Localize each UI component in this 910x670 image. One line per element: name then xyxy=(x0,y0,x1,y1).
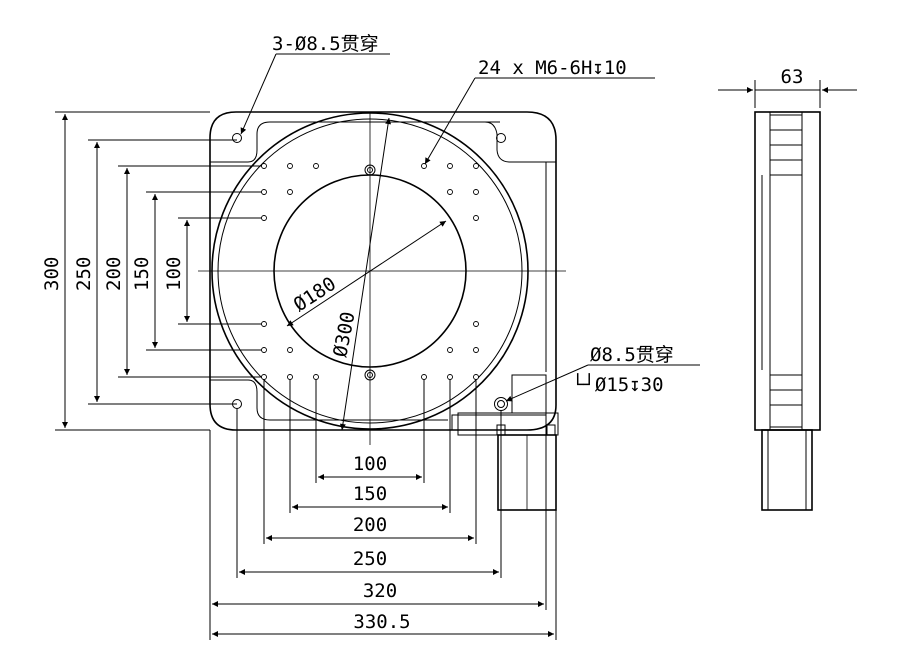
dim-v-300: 300 xyxy=(41,257,63,291)
corner-hole-top-right xyxy=(496,133,506,143)
corner-hole-bottom-right xyxy=(494,397,508,411)
dim-thickness-63: 63 xyxy=(781,66,804,88)
thread-holes xyxy=(261,163,479,380)
thread-note: 24 x M6-6H↧10 xyxy=(478,57,627,79)
horizontal-dimensions: 100 150 200 250 320 330.5 xyxy=(209,380,557,640)
dim-v-150: 150 xyxy=(131,257,153,291)
leader-dia-300 xyxy=(339,117,392,431)
dim-h-250: 250 xyxy=(353,548,387,570)
callouts: 3-Ø8.5贯穿 24 x M6-6H↧10 Ø8.5贯穿 └┘Ø15↧30 xyxy=(240,33,700,402)
counterbore-note: └┘Ø15↧30 xyxy=(572,372,664,396)
relief-bottom-left xyxy=(210,379,448,421)
base-plate-outline xyxy=(209,111,557,431)
relief-top-right xyxy=(470,121,556,163)
corner-hole-top-left xyxy=(232,133,242,143)
dim-v-250: 250 xyxy=(73,257,95,291)
side-motor xyxy=(761,429,813,511)
dim-h-200: 200 xyxy=(353,514,387,536)
dia-300-label: Ø300 xyxy=(329,310,359,359)
dia-180-label: Ø180 xyxy=(290,273,340,316)
vertical-dimensions: 300 250 200 150 100 xyxy=(41,111,262,431)
dim-h-330-5: 330.5 xyxy=(353,611,410,633)
side-view: 63 xyxy=(718,66,857,511)
dim-h-150: 150 xyxy=(353,483,387,505)
dim-h-100: 100 xyxy=(353,453,387,475)
dim-v-100: 100 xyxy=(163,257,185,291)
relief-top-left xyxy=(210,121,500,163)
dim-v-200: 200 xyxy=(103,257,125,291)
corner-hole-note: 3-Ø8.5贯穿 xyxy=(272,33,379,55)
front-view: Ø180 Ø300 300 250 200 150 100 xyxy=(41,33,700,640)
dim-h-320: 320 xyxy=(363,580,397,602)
through-hole-note: Ø8.5贯穿 xyxy=(590,344,674,366)
